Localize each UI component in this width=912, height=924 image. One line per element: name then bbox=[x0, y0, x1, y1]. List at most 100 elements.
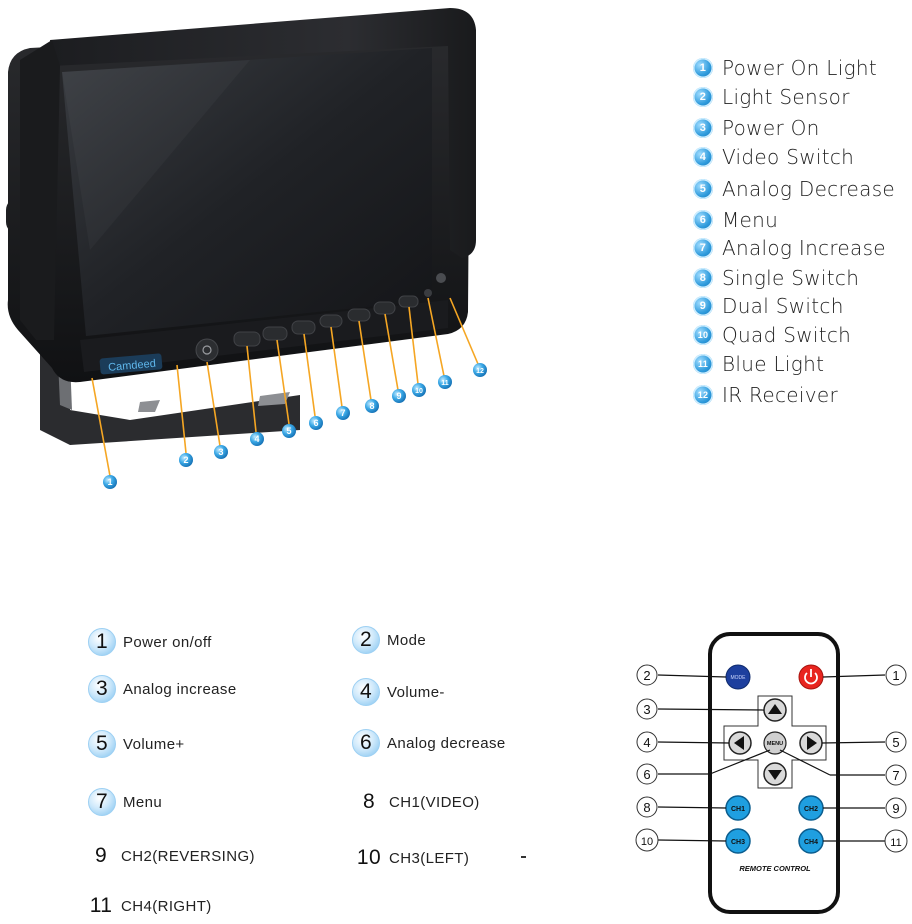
legend-item-single-switch: 8 Single Switch bbox=[693, 266, 859, 290]
legend-number: 1 bbox=[693, 58, 713, 78]
legend-item-power-on-light: 1 Power On Light bbox=[693, 56, 877, 80]
legend-number: 5 bbox=[693, 179, 713, 199]
legend-number: 11 bbox=[693, 354, 713, 374]
remote-legend-item-ch1: 8 CH1(VIDEO) bbox=[356, 787, 480, 817]
remote-legend-item-analog-increase: 3 Analog increase bbox=[88, 674, 237, 704]
dual-switch-button bbox=[373, 301, 396, 315]
legend-number: 4 bbox=[352, 678, 380, 706]
svg-text:CH1: CH1 bbox=[731, 806, 745, 813]
svg-text:2: 2 bbox=[183, 455, 188, 465]
legend-label: Video Switch bbox=[722, 145, 855, 169]
legend-number: 9 bbox=[94, 844, 108, 867]
callout-8 bbox=[365, 399, 379, 413]
legend-item-dual-switch: 9 Dual Switch bbox=[693, 294, 844, 318]
legend-label: Light Sensor bbox=[722, 85, 850, 109]
remote-callout-5 bbox=[885, 731, 907, 753]
monitor-body bbox=[7, 8, 476, 383]
legend-item-power-on: 3 Power On bbox=[693, 116, 820, 140]
legend-number: 10 bbox=[693, 325, 713, 345]
legend-label: CH1(VIDEO) bbox=[389, 793, 480, 811]
ch1-button[interactable]: CH1 bbox=[725, 795, 751, 821]
up-arrow-button[interactable] bbox=[763, 698, 787, 722]
legend-label: Analog increase bbox=[123, 680, 237, 698]
analog-decrease-button bbox=[262, 326, 288, 341]
ir-receiver bbox=[436, 273, 446, 283]
right-arrow-button[interactable] bbox=[799, 731, 823, 755]
remote-callout-3 bbox=[636, 698, 658, 720]
legend-number: 10 bbox=[356, 846, 382, 869]
ch2-button[interactable]: CH2 bbox=[798, 795, 824, 821]
blue-light bbox=[424, 289, 432, 297]
callout-4 bbox=[250, 432, 264, 446]
legend-number: 3 bbox=[88, 675, 116, 703]
svg-text:8: 8 bbox=[369, 401, 374, 411]
remote-callout-lines bbox=[657, 674, 886, 842]
monitor-screen bbox=[62, 48, 432, 336]
remote-footer: REMOTE CONTROL bbox=[739, 864, 811, 873]
callout-12 bbox=[473, 363, 487, 377]
legend-label: Analog Increase bbox=[722, 236, 886, 260]
legend-number: 7 bbox=[88, 788, 116, 816]
legend-item-light-sensor: 2 Light Sensor bbox=[693, 85, 850, 109]
legend-number: 11 bbox=[89, 894, 113, 917]
remote-legend-item-ch3: 10 CH3(LEFT) bbox=[356, 843, 469, 873]
legend-number: 12 bbox=[693, 385, 713, 405]
remote-callout-10 bbox=[635, 828, 659, 852]
svg-text:10: 10 bbox=[641, 836, 653, 848]
legend-label: Analog Decrease bbox=[722, 177, 896, 201]
monitor-buttons[interactable] bbox=[195, 273, 446, 362]
power-button bbox=[195, 338, 219, 362]
svg-text:9: 9 bbox=[892, 801, 899, 816]
legend-number: 2 bbox=[352, 626, 380, 654]
power-button[interactable] bbox=[798, 664, 824, 690]
brand-logo: Camdeed bbox=[99, 353, 163, 375]
remote-legend-item-power: 1 Power on/off bbox=[88, 627, 212, 657]
svg-text:3: 3 bbox=[218, 447, 223, 457]
svg-text:CH2: CH2 bbox=[804, 806, 818, 813]
svg-text:CH3: CH3 bbox=[731, 839, 745, 846]
svg-text:MODE: MODE bbox=[731, 675, 747, 681]
legend-label: CH2(REVERSING) bbox=[121, 847, 255, 865]
svg-text:7: 7 bbox=[340, 408, 345, 418]
legend-number: 9 bbox=[693, 296, 713, 316]
ch3-button[interactable]: CH3 bbox=[725, 828, 751, 854]
remote-legend-item-volume-minus: 4 Volume- bbox=[352, 677, 445, 707]
svg-text:10: 10 bbox=[415, 388, 423, 395]
legend-label: Power On bbox=[722, 116, 820, 140]
menu-button[interactable]: MENU bbox=[763, 731, 787, 755]
left-arrow-button[interactable] bbox=[728, 731, 752, 755]
callout-7 bbox=[336, 406, 350, 420]
ch4-button[interactable]: CH4 bbox=[798, 828, 824, 854]
svg-text:4: 4 bbox=[254, 434, 259, 444]
svg-text:9: 9 bbox=[396, 391, 401, 401]
quad-switch-button bbox=[398, 295, 419, 308]
dpad-frame bbox=[723, 695, 827, 789]
svg-text:6: 6 bbox=[313, 418, 318, 428]
legend-label: Mode bbox=[387, 631, 427, 649]
legend-number: 6 bbox=[352, 729, 380, 757]
svg-text:5: 5 bbox=[286, 426, 291, 436]
callout-3 bbox=[214, 445, 228, 459]
legend-item-blue-light: 11 Blue Light bbox=[693, 352, 824, 376]
monitor-illustration: Camdeed 1 2 3 4 5 6 7 8 bbox=[6, 8, 487, 489]
legend-label: CH3(LEFT) bbox=[389, 849, 470, 867]
svg-text:CH4: CH4 bbox=[804, 839, 818, 846]
callout-9 bbox=[392, 389, 406, 403]
svg-text:8: 8 bbox=[643, 800, 650, 815]
legend-number: 2 bbox=[693, 87, 713, 107]
legend-label: Power on/off bbox=[123, 633, 212, 651]
svg-text:5: 5 bbox=[892, 735, 899, 750]
legend-item-video-switch: 4 Video Switch bbox=[693, 145, 854, 169]
legend-item-analog-increase: 7 Analog Increase bbox=[693, 236, 886, 260]
legend-label: CH4(RIGHT) bbox=[121, 897, 212, 915]
mode-button[interactable]: MODE bbox=[725, 664, 751, 690]
remote-legend-item-analog-decrease: 6 Analog decrease bbox=[352, 728, 506, 758]
down-arrow-button[interactable] bbox=[763, 762, 787, 786]
remote-legend-item-mode: 2 Mode bbox=[352, 625, 426, 655]
callout-6 bbox=[309, 416, 323, 430]
svg-text:7: 7 bbox=[892, 768, 899, 783]
svg-text:2: 2 bbox=[643, 668, 650, 683]
callout-10 bbox=[412, 383, 426, 397]
monitor-callouts: 1 2 3 4 5 6 7 8 9 10 11 12 bbox=[103, 363, 487, 489]
legend-number: 3 bbox=[693, 118, 713, 138]
